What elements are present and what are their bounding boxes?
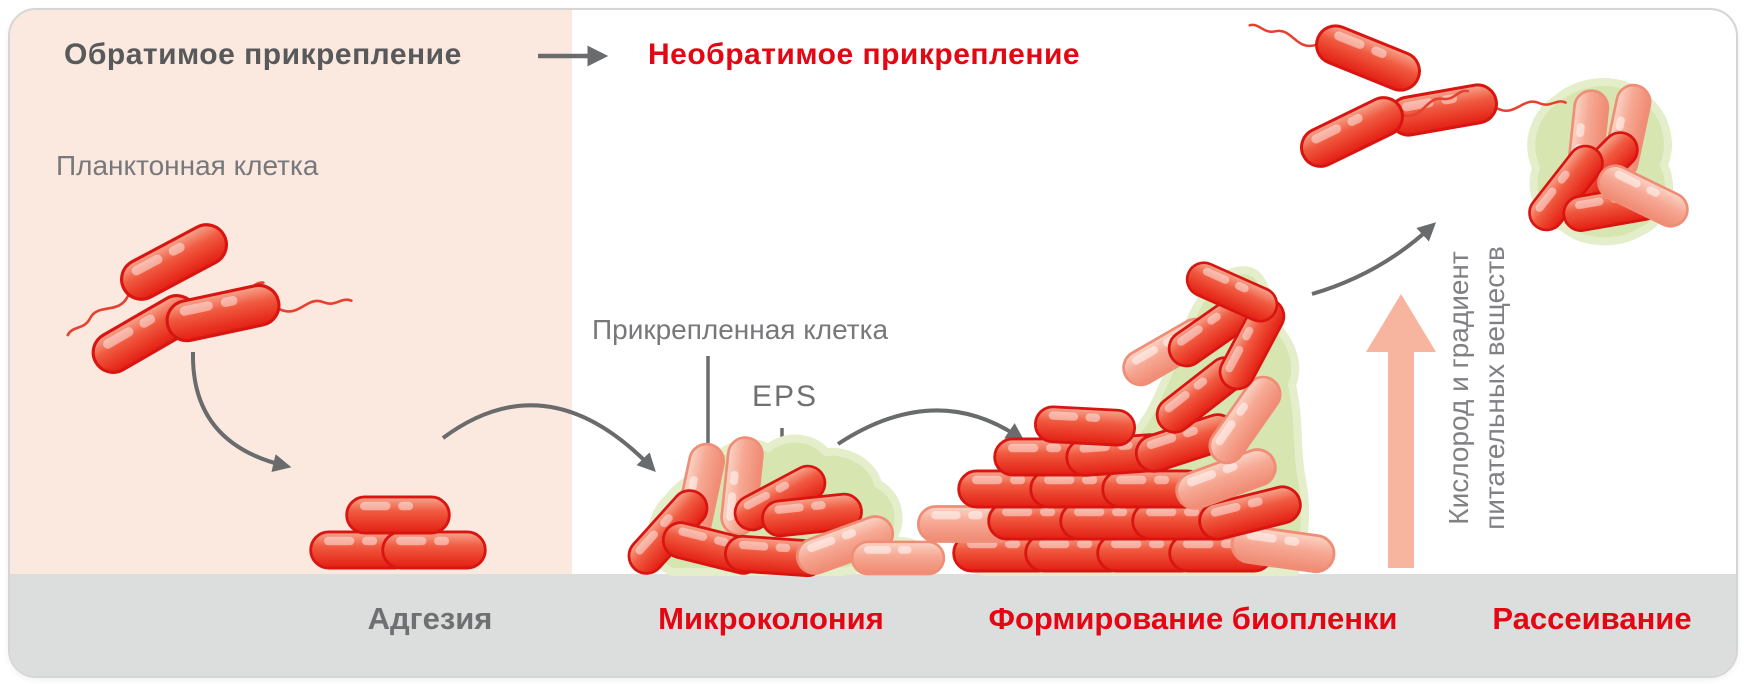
eps-label: EPS bbox=[752, 380, 819, 413]
reversible-attachment-zone bbox=[10, 10, 572, 574]
stage-label-adhesion: Адгезия bbox=[367, 601, 493, 636]
stage-label-biofilm-formation: Формирование биопленки bbox=[988, 601, 1398, 636]
oxygen-gradient-line2: питательных веществ bbox=[1479, 246, 1510, 530]
attached-cell-label: Прикрепленная клетка bbox=[592, 314, 889, 345]
oxygen-gradient-line1: Кислород и градиент bbox=[1443, 251, 1475, 525]
irreversible-attachment-title: Необратимое прикрепление bbox=[648, 38, 1081, 71]
surface-bar bbox=[10, 574, 1736, 676]
oxygen-gradient-label: Кислород и градиент питательных веществ bbox=[1441, 246, 1513, 530]
stage-label-dispersal: Рассеивание bbox=[1492, 601, 1692, 636]
stage-label-microcolony: Микроколония bbox=[658, 601, 884, 636]
reversible-attachment-title: Обратимое прикрепление bbox=[64, 38, 462, 71]
planktonic-cell-label: Планктонная клетка bbox=[56, 150, 319, 181]
